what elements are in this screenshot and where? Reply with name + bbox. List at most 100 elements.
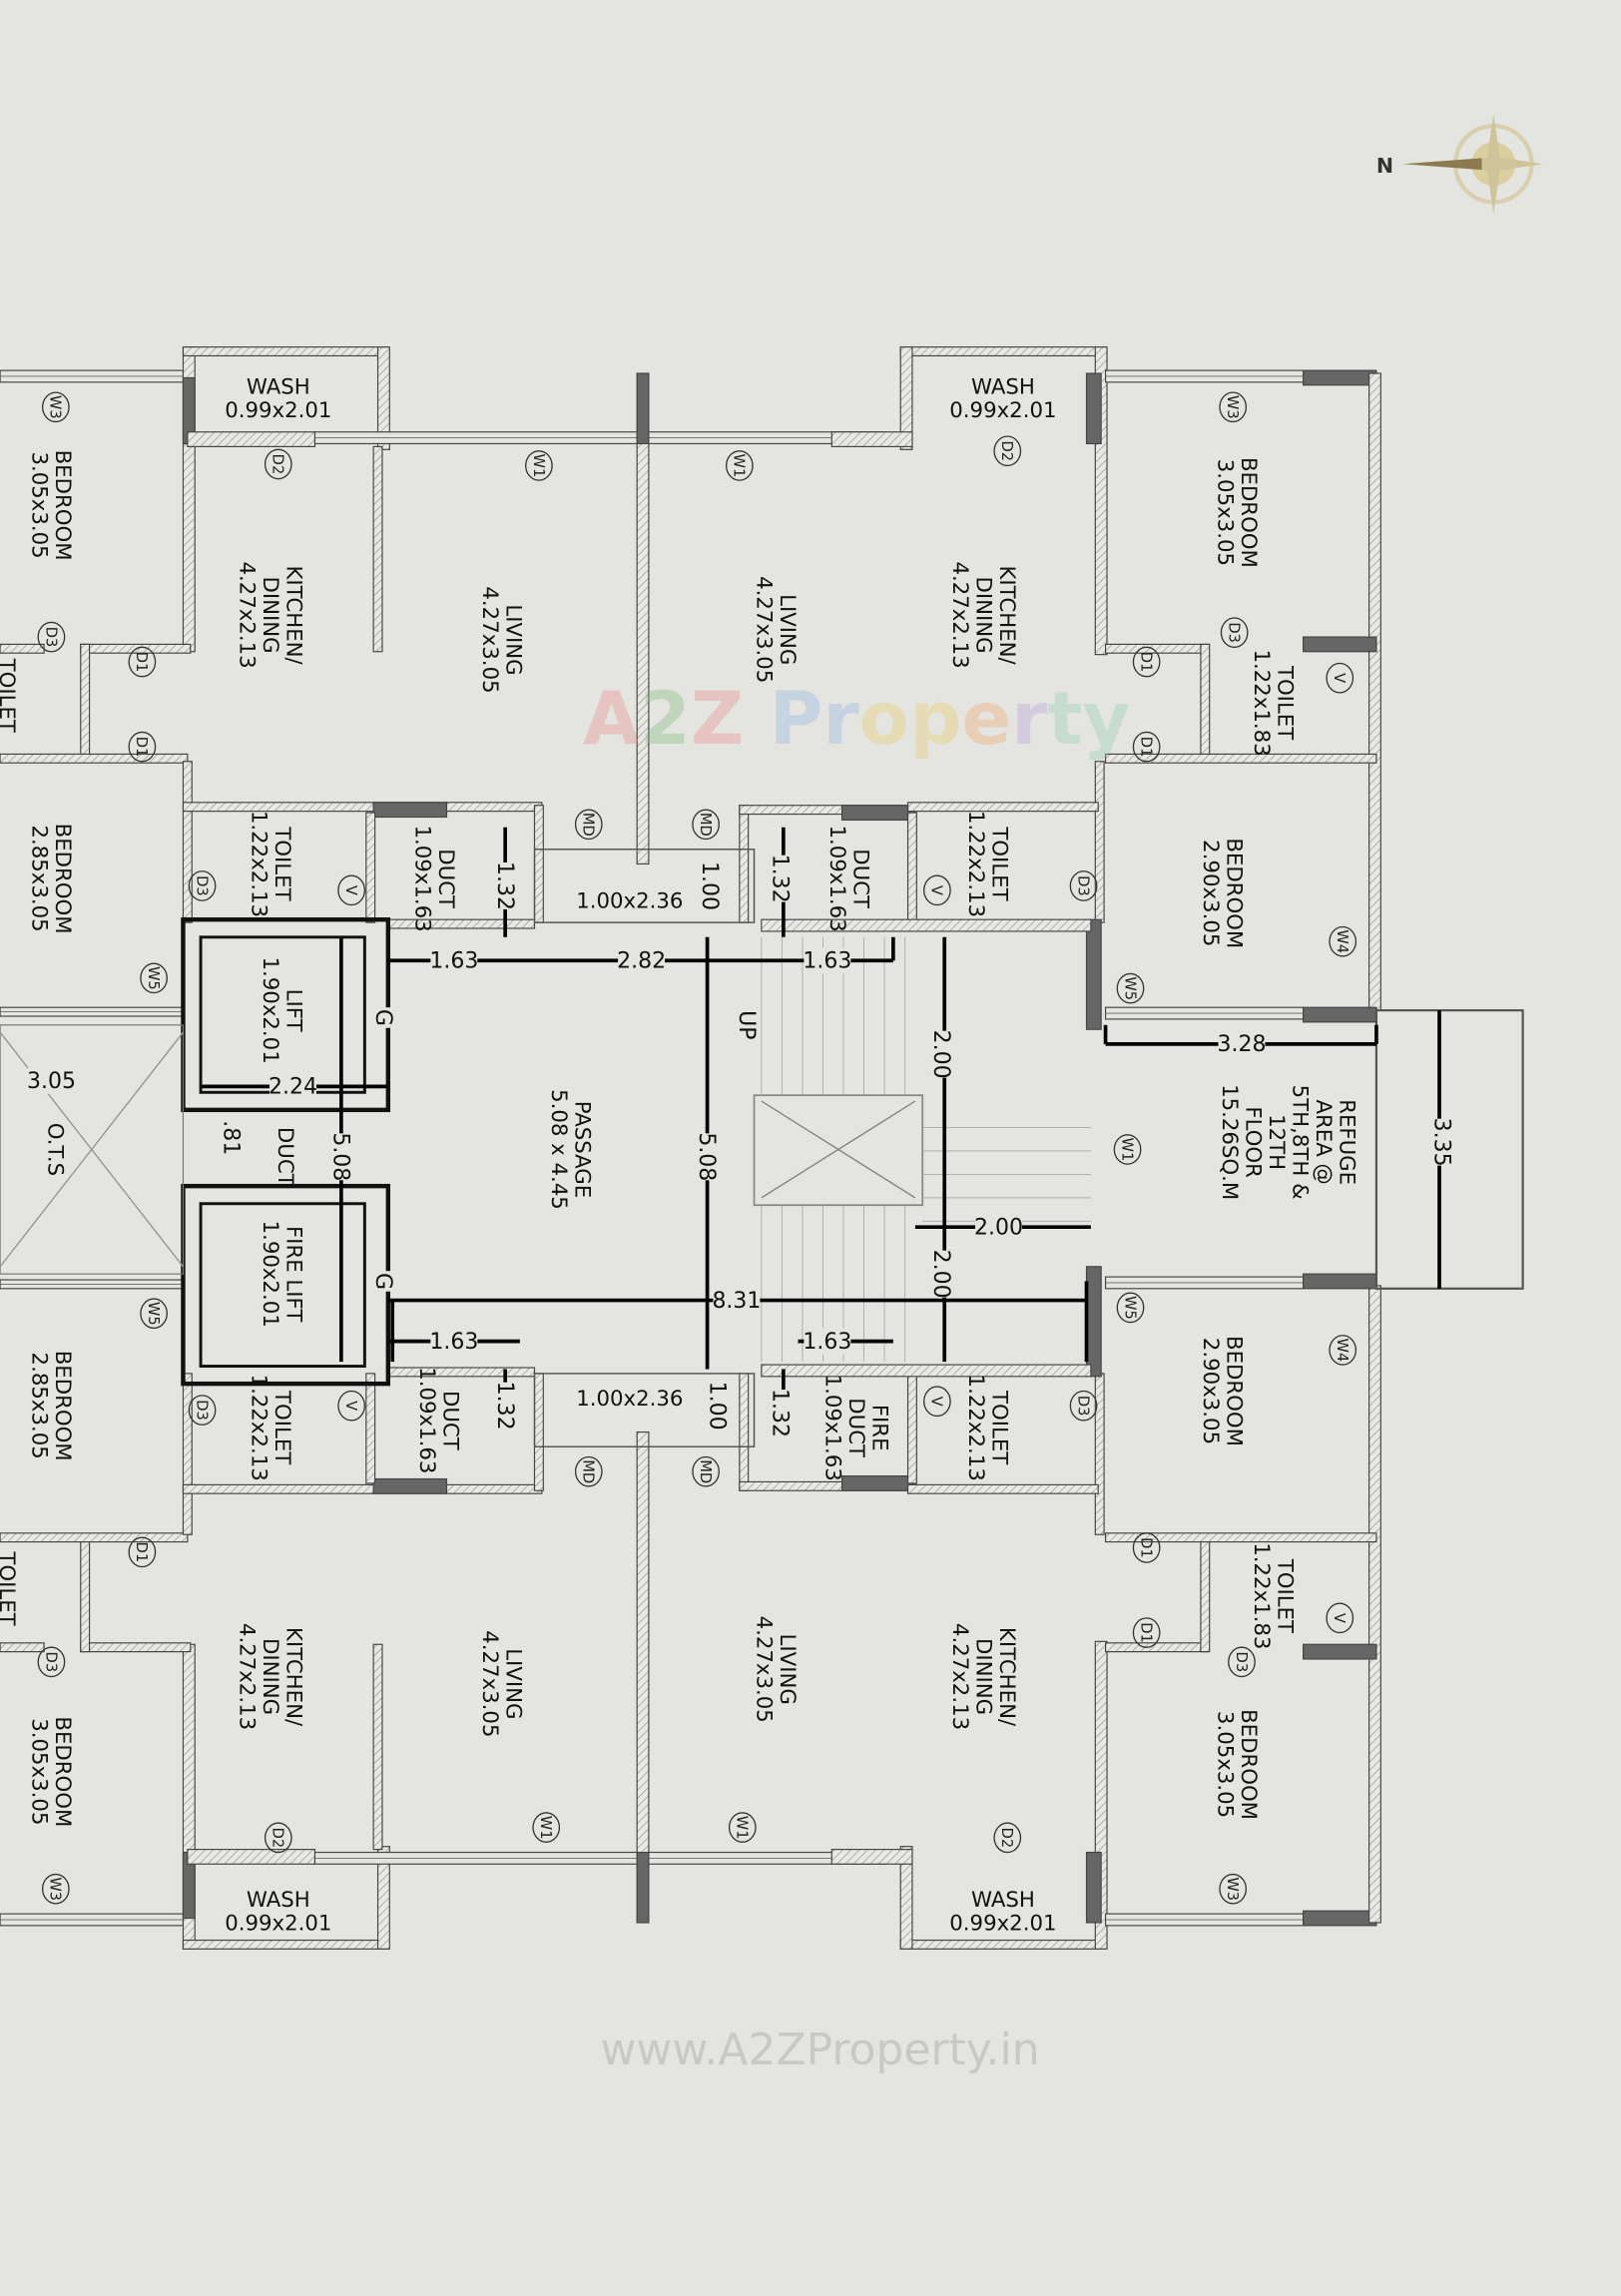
room-label-line: BEDROOM (1221, 838, 1246, 948)
tag-code: D2 (998, 1828, 1015, 1849)
room-label-line: 0.99x2.01 (949, 1911, 1056, 1936)
tag-circle (41, 1873, 70, 1905)
opening-tag: V (923, 874, 951, 906)
tag-circle (1326, 662, 1354, 694)
wall (182, 761, 193, 923)
tag-code: MD (580, 813, 597, 837)
tag-circle (923, 1386, 951, 1418)
north-label: N (1376, 154, 1393, 178)
opening-tag: D3 (1069, 870, 1098, 901)
dimension-label: 1.63 (803, 947, 851, 974)
dimension-label: 3.05 (27, 1067, 76, 1094)
wall (1104, 753, 1377, 764)
room-label-line: 12TH (1264, 1114, 1289, 1170)
wall (372, 1477, 448, 1494)
tag-code: D2 (998, 440, 1015, 461)
dimension-label-bg (694, 1133, 721, 1181)
dimension-value: 2.00 (928, 1030, 953, 1079)
dimension-value: 1.63 (429, 949, 478, 974)
tag-circle (692, 809, 720, 841)
opening-tag: D3 (188, 870, 217, 901)
room-label-line: 1.90x2.01 (258, 1221, 282, 1328)
tag-circle (1228, 1646, 1256, 1678)
room-label: TOILET (0, 658, 19, 734)
wall (182, 1939, 389, 1950)
tag-circle (532, 1812, 561, 1843)
room-label-line: 4.27x3.05 (751, 1616, 776, 1723)
tag-code: V (928, 1397, 945, 1407)
dimension-label: G (370, 1007, 397, 1028)
wall (1303, 1910, 1377, 1927)
tag-circle (923, 874, 951, 906)
dimension-label-bg (218, 1114, 246, 1162)
room-label-line: TOILET (987, 1390, 1012, 1465)
tag-code: D2 (270, 454, 286, 475)
opening-tag: D1 (128, 646, 157, 678)
opening-tag: D3 (1228, 1646, 1256, 1678)
tag-code: W5 (1121, 976, 1138, 1000)
wall (376, 1846, 390, 1950)
dimension-label-bg (327, 1133, 355, 1181)
dimension-label-bg (1428, 1118, 1456, 1166)
tag-code: MD (580, 1459, 597, 1483)
room-label-line: TOILET (0, 1550, 19, 1626)
opening-tag: W1 (728, 1812, 757, 1843)
tag-circle (1116, 972, 1145, 1004)
room-label-line: KITCHEN/ (994, 1627, 1019, 1727)
tag-circle (1132, 646, 1161, 678)
room-label-line: 1.22x2.13 (246, 811, 270, 917)
tag-code: V (342, 1401, 359, 1411)
room-label-line: 1.09x1.63 (819, 1375, 844, 1481)
room-label-line: 0.99x2.01 (225, 398, 331, 423)
tag-circle (1132, 731, 1161, 763)
dimension-label-bg (928, 1250, 955, 1298)
opening-tag: MD (574, 809, 603, 841)
wall (0, 753, 189, 764)
opening-tag: V (1326, 1602, 1354, 1634)
room-label-line: KITCHEN/ (281, 565, 306, 665)
wall (906, 812, 917, 923)
tag-circle (1116, 1292, 1145, 1324)
tag-code: D1 (133, 1542, 150, 1563)
room-label-line: FIRE LIFT (281, 1226, 306, 1323)
room-label-line: O.T.S (43, 1123, 68, 1176)
tag-circle (1132, 1617, 1161, 1648)
wall (1303, 369, 1377, 386)
dimension-value: 3.05 (27, 1069, 76, 1094)
dimension-value: 1.32 (768, 1389, 793, 1437)
watermark-url: www.A2ZProperty.in (600, 2024, 1039, 2075)
tag-code: W1 (734, 1816, 751, 1840)
wall (840, 1474, 916, 1491)
tag-code: MD (697, 813, 714, 837)
opening-tag: D2 (264, 448, 292, 480)
opening-tag: D1 (1132, 1532, 1161, 1563)
wall (387, 1367, 536, 1378)
tag-code: D2 (270, 1828, 286, 1849)
room-label-line: 2.90x3.05 (1198, 1338, 1223, 1444)
dimension-label-bg (270, 1073, 316, 1100)
wall (1303, 636, 1377, 653)
room-label-line: 4.27x2.13 (947, 561, 972, 668)
watermark-letter: P (744, 677, 822, 762)
room-label-line: BEDROOM (1221, 1336, 1246, 1446)
room-label-line: BEDROOM (50, 824, 75, 934)
tag-code: W5 (145, 966, 162, 990)
dimension-label: 1.63 (429, 947, 478, 974)
dimension-label: 1.32 (492, 1382, 519, 1431)
wall (906, 802, 1099, 813)
tag-code: D3 (42, 627, 59, 648)
dimension-label-bg (704, 1382, 732, 1430)
wall (1303, 1273, 1377, 1290)
ots-cross (0, 1031, 185, 1268)
wall (1085, 918, 1102, 1030)
dimension-value: 2.24 (269, 1075, 317, 1100)
